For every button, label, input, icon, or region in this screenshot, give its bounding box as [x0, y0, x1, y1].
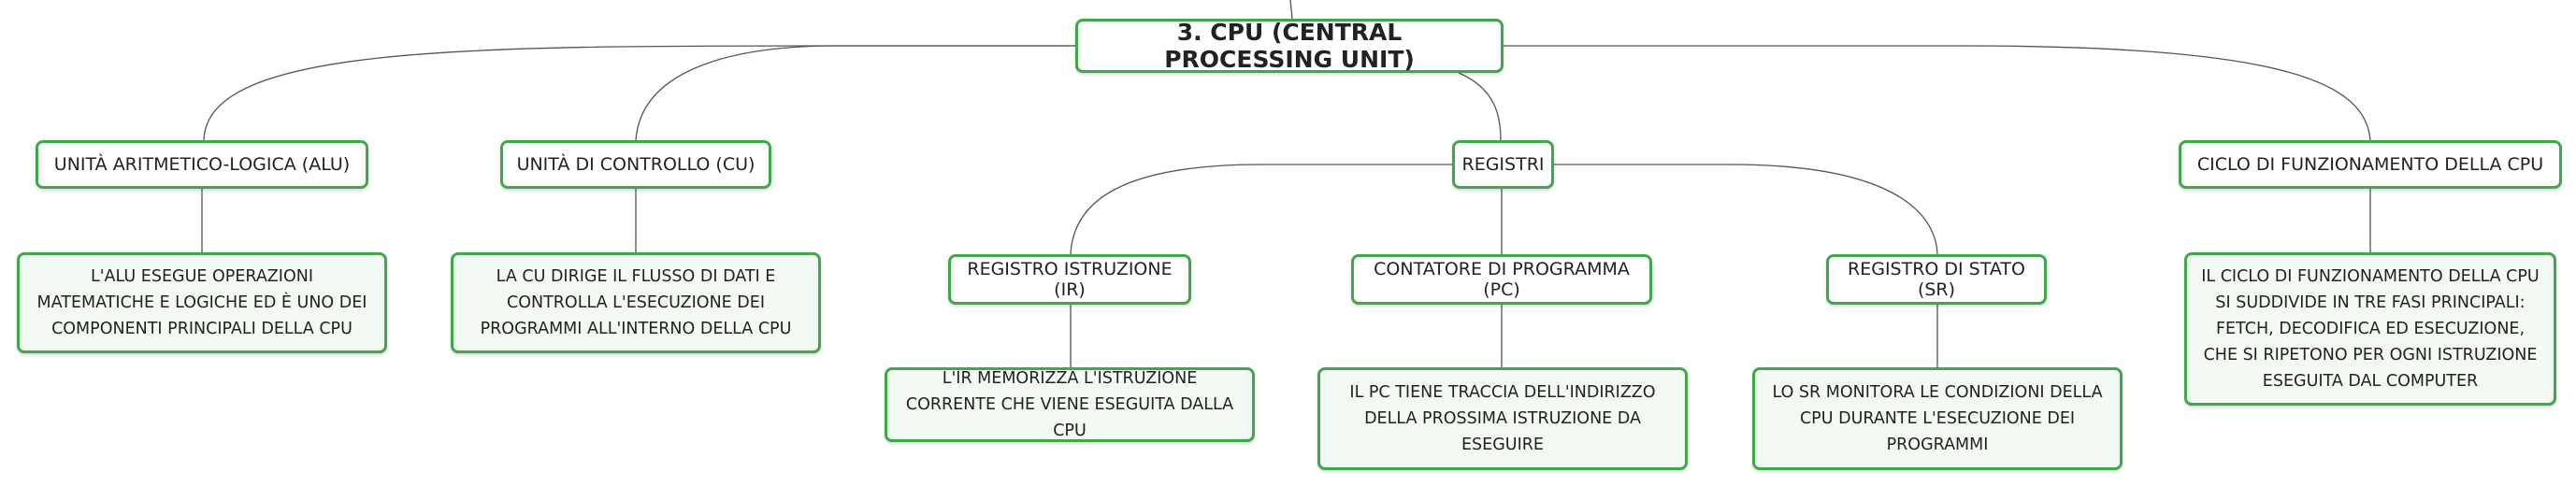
branch-label-registri: REGISTRI — [1461, 154, 1545, 175]
desc-node-pc[interactable]: IL PC TIENE TRACCIA DELL'INDIRIZZO DELLA… — [1317, 367, 1688, 470]
branch-label-alu: UNITÀ ARITMETICO-LOGICA (ALU) — [53, 154, 351, 175]
sub-node-sr[interactable]: REGISTRO DI STATO (SR) — [1826, 254, 2047, 305]
connector-root-registri — [1458, 72, 1502, 141]
sub-label-pc: CONTATORE DI PROGRAMMA (PC) — [1374, 259, 1630, 300]
desc-text-alu: L'ALU ESEGUE OPERAZIONI MATEMATICHE E LO… — [36, 267, 367, 338]
desc-text-pc: IL PC TIENE TRACCIA DELL'INDIRIZZO DELLA… — [1349, 383, 1656, 454]
branch-label-cu: UNITÀ DI CONTROLLO (CU) — [516, 154, 756, 175]
desc-text-ciclo: IL CICLO DI FUNZIONAMENTO DELLA CPU SI S… — [2201, 267, 2540, 391]
branch-node-ciclo[interactable]: CICLO DI FUNZIONAMENTO DELLA CPU — [2179, 140, 2562, 189]
desc-node-ciclo[interactable]: IL CICLO DI FUNZIONAMENTO DELLA CPU SI S… — [2184, 252, 2556, 406]
sub-node-pc[interactable]: CONTATORE DI PROGRAMMA (PC) — [1351, 254, 1652, 305]
desc-node-alu[interactable]: L'ALU ESEGUE OPERAZIONI MATEMATICHE E LO… — [17, 252, 387, 353]
desc-text-cu: LA CU DIRIGE IL FLUSSO DI DATI E CONTROL… — [480, 267, 792, 338]
connector-root-ciclo — [1504, 45, 2371, 141]
connector-root-alu — [203, 45, 1075, 141]
desc-node-sr[interactable]: LO SR MONITORA LE CONDIZIONI DELLA CPU D… — [1752, 367, 2123, 470]
sub-label-ir: REGISTRO ISTRUZIONE (IR) — [967, 259, 1173, 300]
desc-node-ir[interactable]: L'IR MEMORIZZA L'ISTRUZIONE CORRENTE CHE… — [885, 367, 1255, 442]
branch-node-registri[interactable]: REGISTRI — [1452, 140, 1554, 189]
root-label: 3. CPU (CENTRAL PROCESSING UNIT) — [1164, 19, 1415, 73]
desc-text-sr: LO SR MONITORA LE CONDIZIONI DELLA CPU D… — [1772, 383, 2103, 454]
sub-node-ir[interactable]: REGISTRO ISTRUZIONE (IR) — [948, 254, 1191, 305]
branch-node-alu[interactable]: UNITÀ ARITMETICO-LOGICA (ALU) — [36, 140, 368, 189]
connector-registri-sr — [1554, 164, 1938, 255]
root-node[interactable]: 3. CPU (CENTRAL PROCESSING UNIT) — [1075, 19, 1504, 73]
connector-root-cu — [635, 45, 1075, 141]
branch-label-ciclo: CICLO DI FUNZIONAMENTO DELLA CPU — [2196, 154, 2544, 175]
connector-registri-ir — [1070, 164, 1452, 255]
parent-connector — [1289, 0, 1293, 20]
branch-node-cu[interactable]: UNITÀ DI CONTROLLO (CU) — [500, 140, 771, 189]
sub-label-sr: REGISTRO DI STATO (SR) — [1848, 259, 2025, 300]
desc-text-ir: L'IR MEMORIZZA L'ISTRUZIONE CORRENTE CHE… — [905, 369, 1234, 440]
desc-node-cu[interactable]: LA CU DIRIGE IL FLUSSO DI DATI E CONTROL… — [451, 252, 821, 353]
